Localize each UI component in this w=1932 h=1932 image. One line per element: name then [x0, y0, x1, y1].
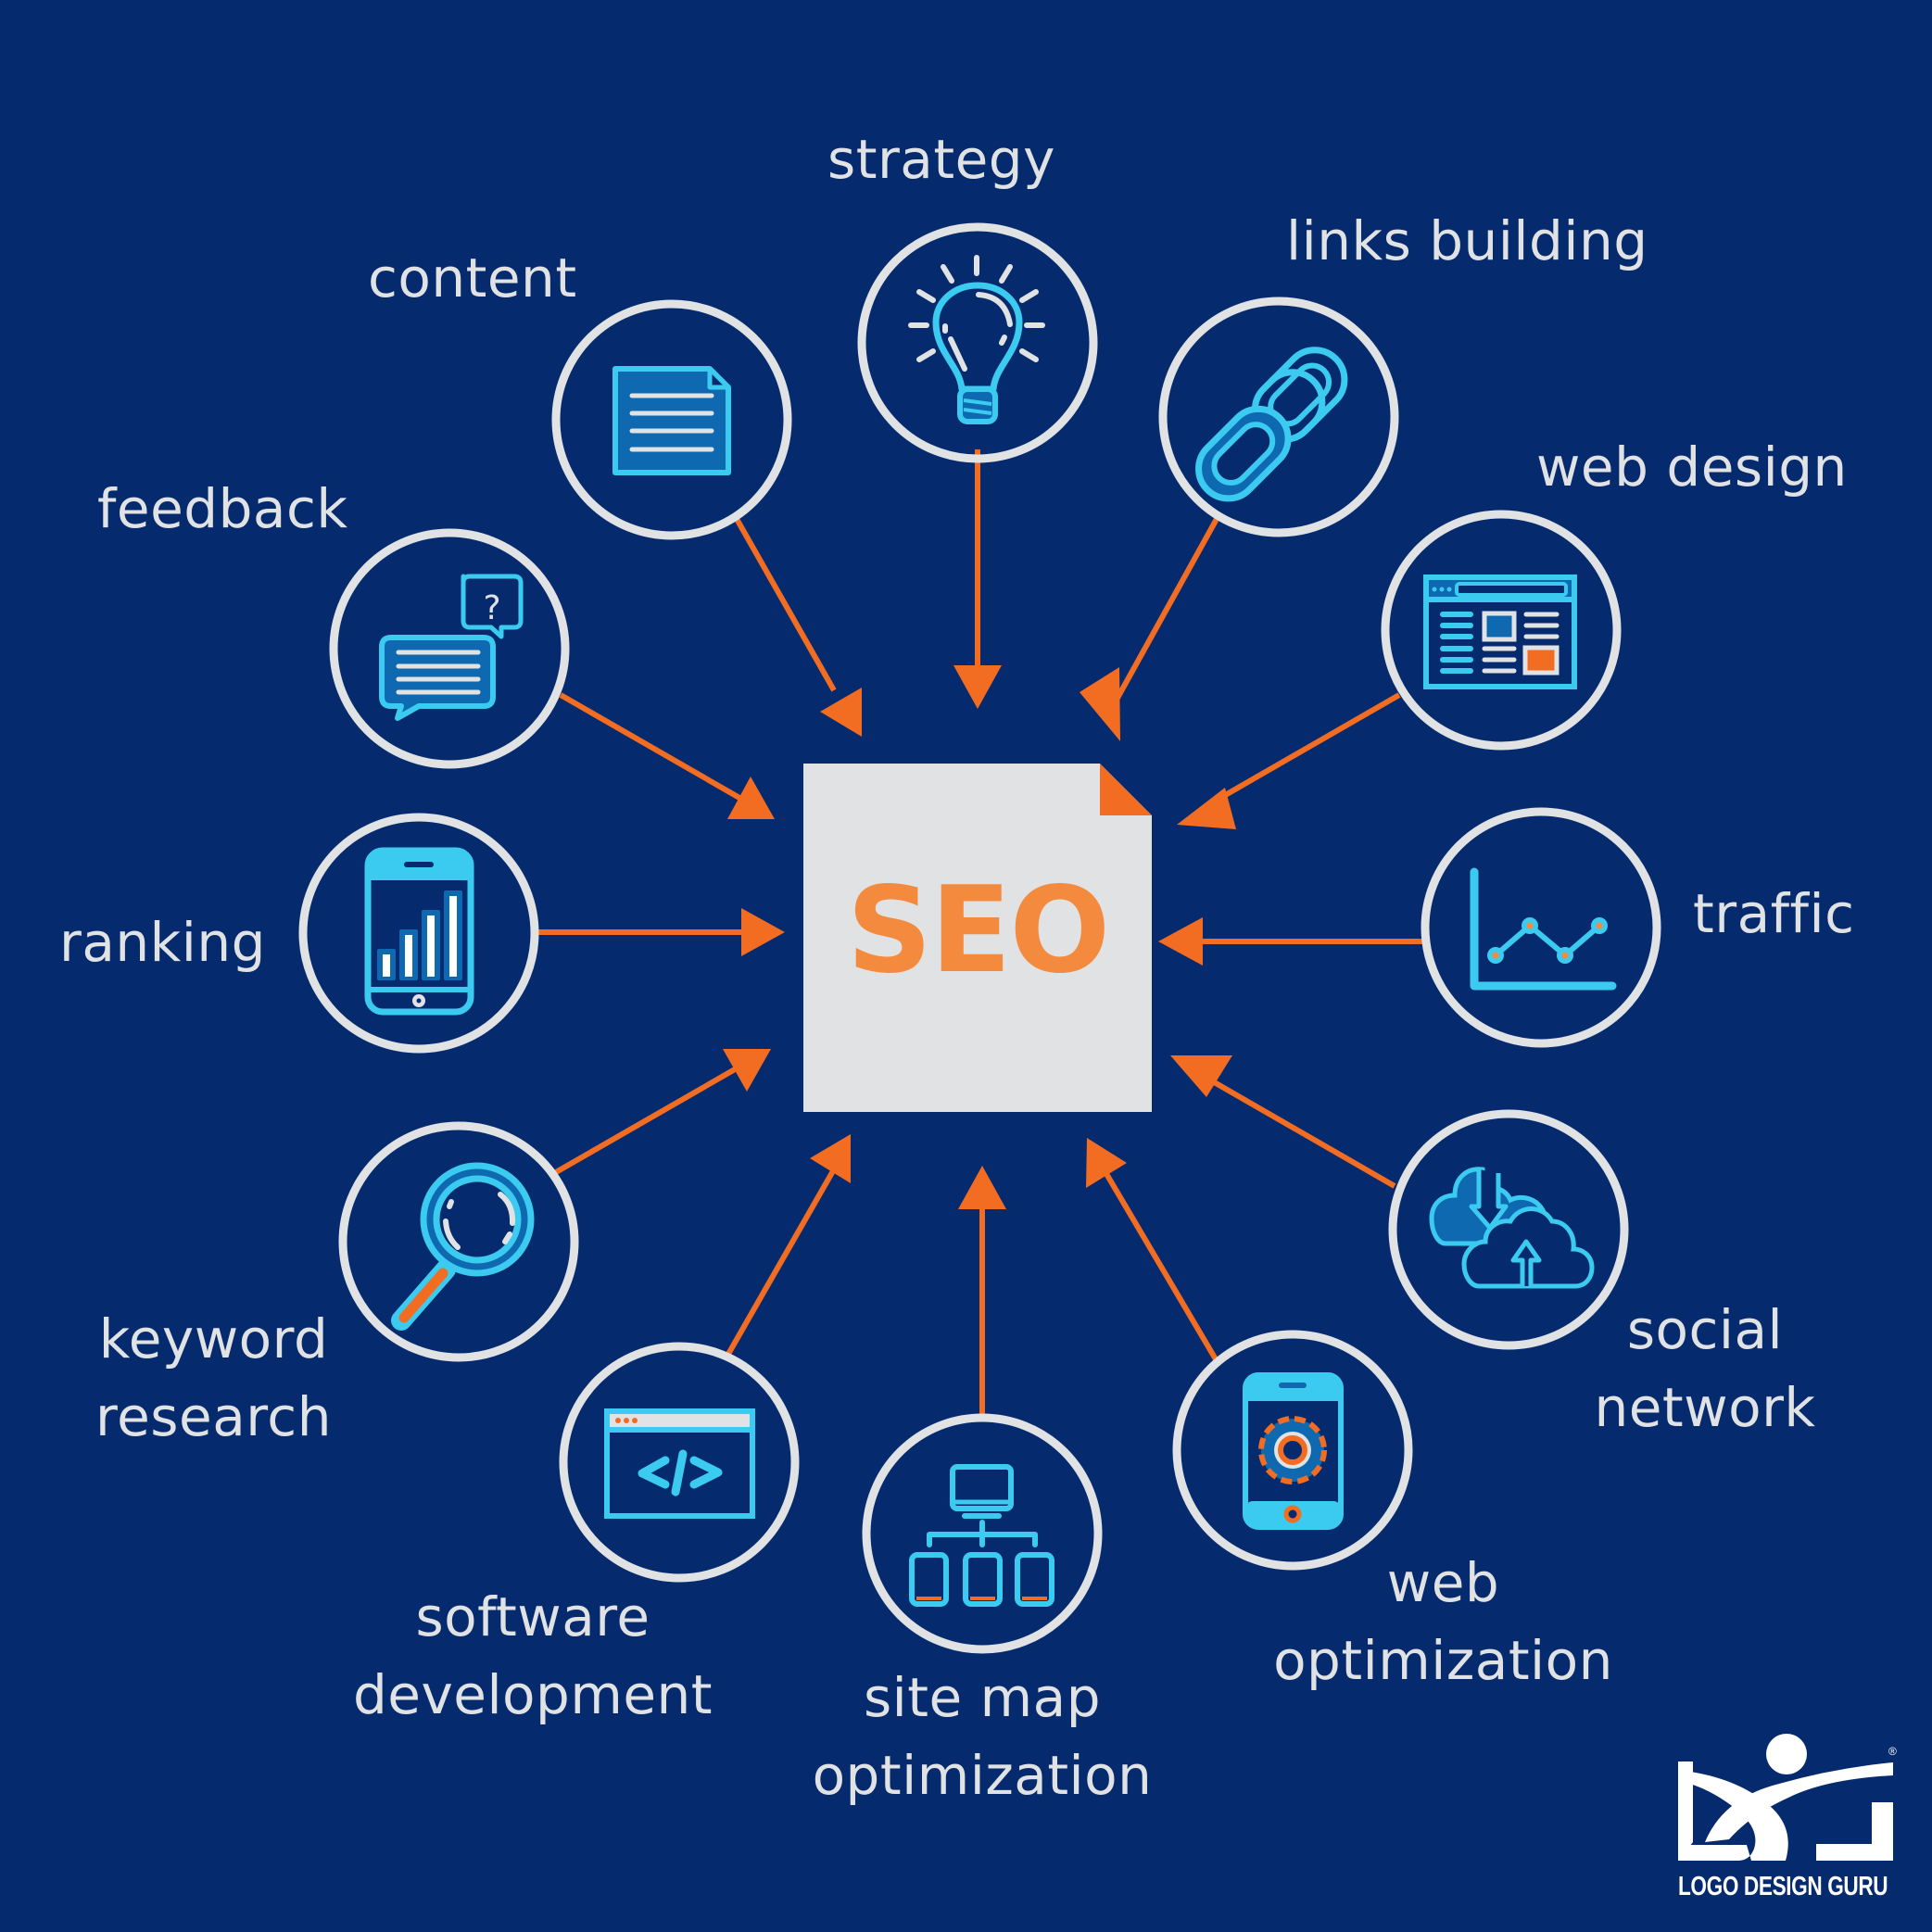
- arrow-web-optimization: [1086, 1138, 1219, 1361]
- lightbulb-icon: [908, 255, 1045, 424]
- label-site-map-optimization: site map optimization: [788, 1659, 1177, 1814]
- label-ranking: ranking: [59, 903, 266, 981]
- seo-title: SEO: [846, 862, 1110, 1000]
- label-line: development: [352, 1663, 713, 1726]
- cloud-sync-icon: [1429, 1167, 1595, 1289]
- code-window-icon: [604, 1408, 755, 1519]
- label-web-design: web design: [1536, 428, 1848, 506]
- node-web-design: [1381, 510, 1622, 751]
- label-social-network: social network: [1580, 1291, 1830, 1446]
- label-line: social: [1626, 1298, 1784, 1361]
- chat-question-icon: ?: [379, 574, 524, 721]
- arrow-strategy: [953, 449, 1002, 709]
- label-line: network: [1594, 1376, 1816, 1439]
- label-line: software: [415, 1585, 650, 1648]
- label-links-building: links building: [1286, 202, 1648, 280]
- node-social-network: [1388, 1109, 1629, 1350]
- mobile-bar-chart-icon: [364, 847, 474, 1016]
- arrow-ranking: [537, 908, 785, 956]
- seo-card: [803, 764, 1152, 1112]
- label-line: research: [95, 1385, 332, 1448]
- label-strategy: strategy: [827, 120, 1055, 198]
- node-web-optimization: [1172, 1330, 1413, 1571]
- label-line: keyword: [98, 1307, 329, 1370]
- arrow-feedback: [559, 692, 775, 819]
- label-line: site map: [863, 1666, 1102, 1729]
- label-line: web: [1386, 1551, 1500, 1614]
- label-feedback: feedback: [97, 470, 347, 548]
- node-ranking: [298, 813, 539, 1054]
- text-document-icon: [612, 366, 731, 475]
- node-software-development: [559, 1342, 800, 1583]
- label-line: optimization: [812, 1744, 1153, 1807]
- label-line: links building: [1286, 209, 1648, 272]
- svg-text:®: ®: [1888, 1745, 1897, 1758]
- arrow-social-network: [1170, 1055, 1396, 1189]
- label-line: content: [368, 246, 577, 309]
- browser-layout-icon: [1423, 575, 1577, 689]
- node-content: [551, 299, 792, 540]
- arrow-software-development: [725, 1134, 851, 1357]
- node-links-building: [1158, 297, 1399, 537]
- label-line: feedback: [97, 477, 348, 540]
- label-web-optimization: web optimization: [1251, 1544, 1635, 1699]
- sitemap-network-icon: [909, 1464, 1054, 1607]
- magnifier-icon: [391, 1162, 535, 1331]
- label-traffic: traffic: [1693, 875, 1854, 953]
- label-content: content: [368, 239, 577, 317]
- label-line: ranking: [59, 911, 266, 974]
- arrow-site-map-optimization: [958, 1166, 1006, 1418]
- label-line: traffic: [1693, 882, 1855, 945]
- arrow-traffic: [1158, 917, 1422, 966]
- svg-text:?: ?: [483, 589, 500, 627]
- logo-design-guru-logo: ®: [1678, 1734, 1897, 1861]
- label-line: web design: [1536, 436, 1848, 499]
- node-traffic: [1421, 807, 1661, 1048]
- logo-wordmark: LOGO DESIGN GURU: [1678, 1872, 1888, 1901]
- node-site-map-optimization: [862, 1413, 1103, 1654]
- chain-link-icon: [1195, 347, 1348, 502]
- logo-com-suffix: .COM: [1884, 1831, 1895, 1858]
- node-strategy: [857, 222, 1098, 463]
- label-keyword-research: keyword research: [82, 1300, 346, 1456]
- dog-ear-corner: [1100, 764, 1152, 815]
- label-line: strategy: [827, 128, 1055, 191]
- node-keyword-research: [338, 1121, 579, 1362]
- label-line: optimization: [1273, 1629, 1613, 1692]
- arrow-keyword-research: [554, 1049, 771, 1175]
- arrow-content: [734, 517, 862, 737]
- arrow-links-building: [1080, 517, 1219, 741]
- arrow-web-design: [1177, 692, 1401, 829]
- node-feedback: ?: [329, 528, 570, 769]
- label-software-development: software development: [334, 1578, 732, 1734]
- gear-icon: [1258, 1416, 1327, 1484]
- line-chart-icon: [1470, 867, 1617, 991]
- mobile-gear-icon: [1243, 1372, 1344, 1530]
